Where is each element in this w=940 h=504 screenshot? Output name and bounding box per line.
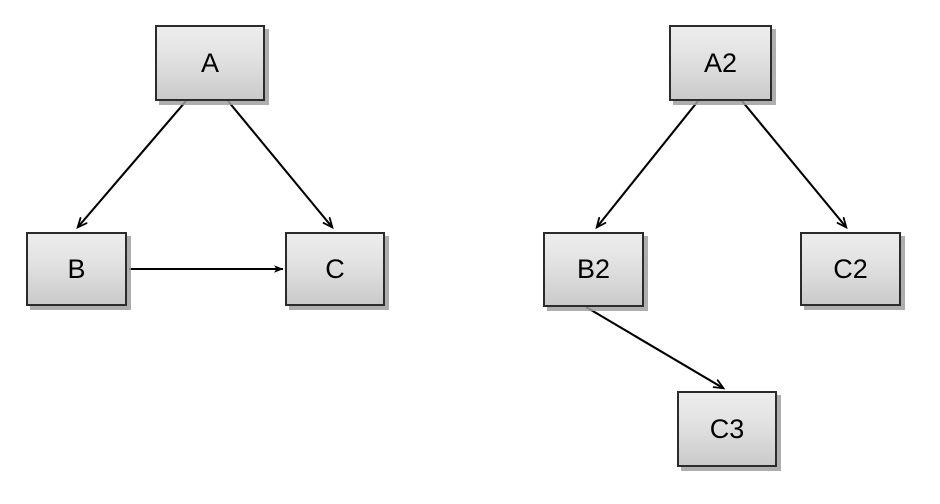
edge-a2-to-c2 <box>741 100 848 230</box>
edge-a2-to-b2 <box>595 100 699 230</box>
edge-a-to-c <box>227 100 334 230</box>
node-c2[interactable]: C2 <box>800 232 901 306</box>
node-c2-label: C2 <box>833 253 868 284</box>
node-c3[interactable]: C3 <box>677 391 777 467</box>
node-c3-label: C3 <box>709 413 745 444</box>
node-b2-label: B2 <box>576 254 611 284</box>
node-b-label: B <box>67 253 86 284</box>
node-b2[interactable]: B2 <box>543 232 644 307</box>
node-b[interactable]: B <box>26 232 127 306</box>
node-a2-label: A2 <box>703 47 738 78</box>
node-a-label: A <box>200 47 219 78</box>
edge-b2-to-c3 <box>585 306 726 390</box>
node-a[interactable]: A <box>155 25 265 101</box>
edge-a-to-b <box>76 100 187 230</box>
node-c-label: C <box>325 253 345 284</box>
node-a2[interactable]: A2 <box>669 25 772 101</box>
node-c[interactable]: C <box>285 232 385 306</box>
